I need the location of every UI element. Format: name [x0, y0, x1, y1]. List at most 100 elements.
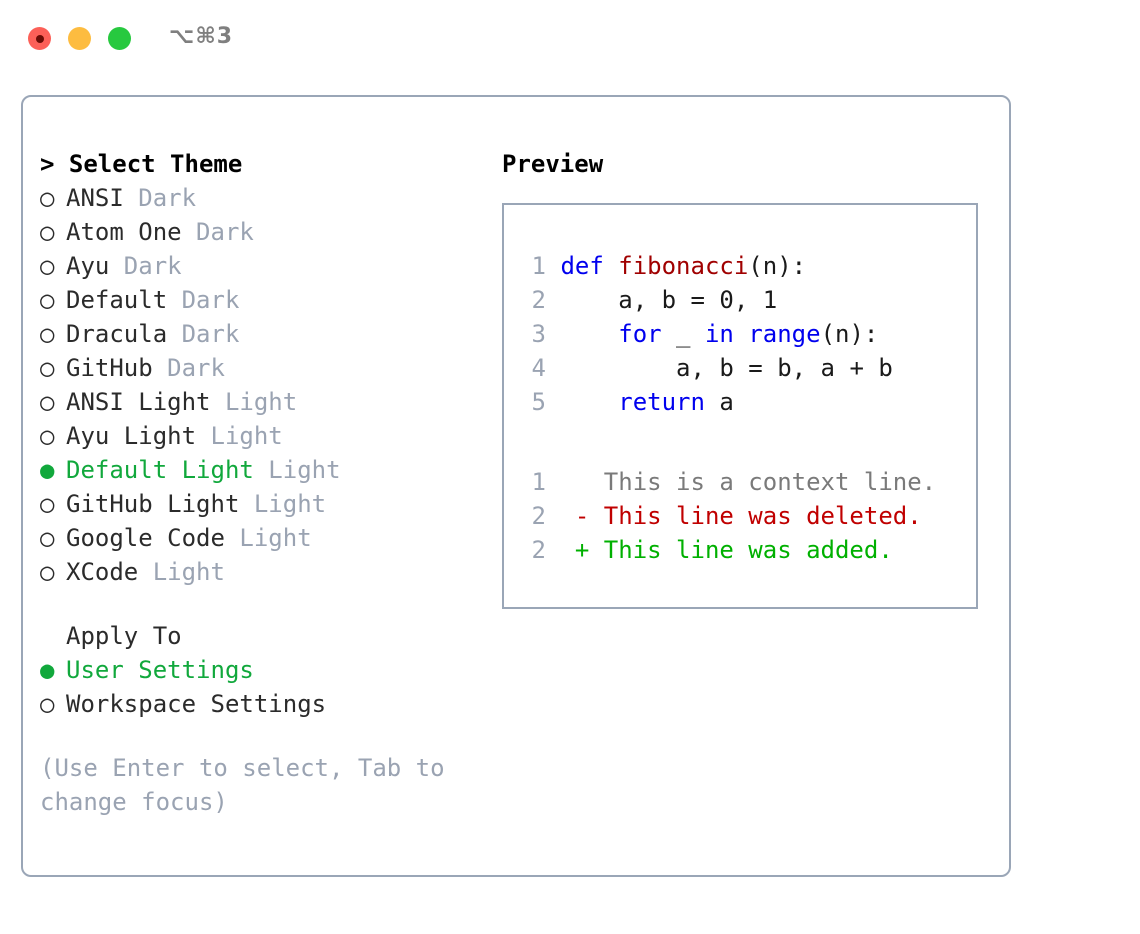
radio-unselected-icon: ○: [40, 354, 69, 382]
line-number: 5: [531, 388, 546, 416]
theme-option-label: Ayu Light: [66, 422, 211, 450]
apply-to-option-user-settings[interactable]: ● User Settings: [40, 653, 490, 687]
theme-option-list: ○ ANSI Dark○ Atom One Dark○ Ayu Dark○ De…: [40, 181, 490, 589]
maximize-window-button[interactable]: [108, 27, 131, 50]
code-line: 2 a, b = 0, 1: [518, 283, 976, 317]
select-theme-header: > Select Theme: [40, 150, 243, 178]
theme-option-label: ANSI Light: [66, 388, 225, 416]
minimize-window-button[interactable]: [68, 27, 91, 50]
theme-option-github-light[interactable]: ○ GitHub Light Light: [40, 487, 490, 521]
diff-text: This is a context line.: [546, 468, 937, 496]
theme-option-ayu-light[interactable]: ○ Ayu Light Light: [40, 419, 490, 453]
code-token: def: [560, 252, 619, 280]
theme-option-atom-one[interactable]: ○ Atom One Dark: [40, 215, 490, 249]
radio-unselected-icon: ○: [40, 388, 69, 416]
theme-option-ayu[interactable]: ○ Ayu Dark: [40, 249, 490, 283]
line-number: 2: [531, 536, 546, 564]
code-token: a, b = b, a + b: [560, 354, 893, 382]
apply-to-option-label: User Settings: [66, 656, 254, 684]
diff-text: + This line was added.: [546, 536, 893, 564]
theme-option-label: XCode: [66, 558, 153, 586]
diff-line: 2 - This line was deleted.: [518, 499, 976, 533]
code-token: [560, 388, 618, 416]
theme-option-kind: Dark: [181, 320, 240, 348]
theme-option-kind: Dark: [123, 252, 182, 280]
title-bar: ⌥⌘3: [0, 0, 1140, 78]
code-text: [546, 252, 560, 280]
theme-option-google-code[interactable]: ○ Google Code Light: [40, 521, 490, 555]
radio-unselected-icon: ○: [40, 690, 69, 718]
theme-option-label: Atom One: [66, 218, 197, 246]
theme-option-label: Google Code: [66, 524, 240, 552]
code-token: return: [618, 388, 705, 416]
code-token: in: [704, 320, 734, 348]
theme-option-label: Ayu: [66, 252, 124, 280]
radio-unselected-icon: ○: [40, 490, 69, 518]
theme-selector-panel: > Select Theme ○ ANSI Dark○ Atom One Dar…: [21, 95, 1011, 877]
theme-option-kind: Dark: [196, 218, 254, 246]
keyboard-shortcut-label: ⌥⌘3: [169, 24, 234, 49]
radio-unselected-icon: ○: [40, 184, 69, 212]
diff-line: 1 This is a context line.: [518, 465, 976, 499]
radio-selected-icon: ●: [40, 656, 69, 684]
code-token: a, b = 0, 1: [560, 286, 778, 314]
code-token: a: [704, 388, 734, 416]
theme-option-kind: Light: [239, 524, 312, 552]
apply-to-option-list: ● User Settings○ Workspace Settings: [40, 653, 490, 721]
code-token: (n):: [748, 252, 807, 280]
apply-to-option-workspace-settings[interactable]: ○ Workspace Settings: [40, 687, 490, 721]
radio-selected-icon: ●: [40, 456, 69, 484]
preview-column: Preview 1 def fibonacci(n):2 a, b = 0, 1…: [502, 147, 992, 609]
radio-unselected-icon: ○: [40, 286, 69, 314]
theme-option-label: GitHub Light: [66, 490, 254, 518]
theme-option-kind: Light: [268, 456, 341, 484]
apply-to-title: Apply To: [66, 622, 182, 650]
code-line: 3 for _ in range(n):: [518, 317, 976, 351]
theme-list-column: > Select Theme ○ ANSI Dark○ Atom One Dar…: [40, 147, 490, 819]
theme-option-default-light[interactable]: ● Default Light Light: [40, 453, 490, 487]
theme-option-default[interactable]: ○ Default Dark: [40, 283, 490, 317]
line-number: 2: [531, 502, 546, 530]
close-window-button[interactable]: [28, 27, 51, 50]
line-number: 1: [531, 252, 546, 280]
preview-header: Preview: [502, 150, 604, 178]
theme-option-kind: Dark: [138, 184, 197, 212]
radio-unselected-icon: ○: [40, 422, 69, 450]
theme-option-kind: Light: [152, 558, 225, 586]
code-token: range: [748, 320, 821, 348]
theme-option-github[interactable]: ○ GitHub Dark: [40, 351, 490, 385]
code-token: (n):: [820, 320, 879, 348]
theme-option-kind: Dark: [167, 354, 225, 382]
theme-option-label: Default: [66, 286, 182, 314]
theme-option-xcode[interactable]: ○ XCode Light: [40, 555, 490, 589]
theme-option-kind: Light: [224, 388, 298, 416]
theme-option-ansi[interactable]: ○ ANSI Dark: [40, 181, 490, 215]
radio-unselected-icon: ○: [40, 252, 69, 280]
code-token: [560, 320, 618, 348]
diff-line: 2 + This line was added.: [518, 533, 976, 567]
code-token: [734, 320, 748, 348]
diff-sample: 1 This is a context line.2 - This line w…: [518, 465, 976, 567]
radio-unselected-icon: ○: [40, 320, 69, 348]
code-text: [546, 320, 560, 348]
theme-option-dracula[interactable]: ○ Dracula Dark: [40, 317, 490, 351]
theme-option-kind: Light: [210, 422, 283, 450]
code-text: [546, 388, 560, 416]
theme-option-ansi-light[interactable]: ○ ANSI Light Light: [40, 385, 490, 419]
code-text: [546, 286, 560, 314]
code-token: fibonacci: [618, 252, 749, 280]
line-number: 4: [531, 354, 546, 382]
theme-option-kind: Light: [253, 490, 327, 518]
code-token: _: [661, 320, 705, 348]
code-line: 1 def fibonacci(n):: [518, 249, 976, 283]
theme-option-kind: Dark: [181, 286, 240, 314]
line-number: 2: [531, 286, 546, 314]
theme-option-label: GitHub: [66, 354, 168, 382]
code-token: for: [618, 320, 662, 348]
spacer: [40, 589, 490, 619]
radio-unselected-icon: ○: [40, 558, 69, 586]
line-number: 3: [531, 320, 546, 348]
